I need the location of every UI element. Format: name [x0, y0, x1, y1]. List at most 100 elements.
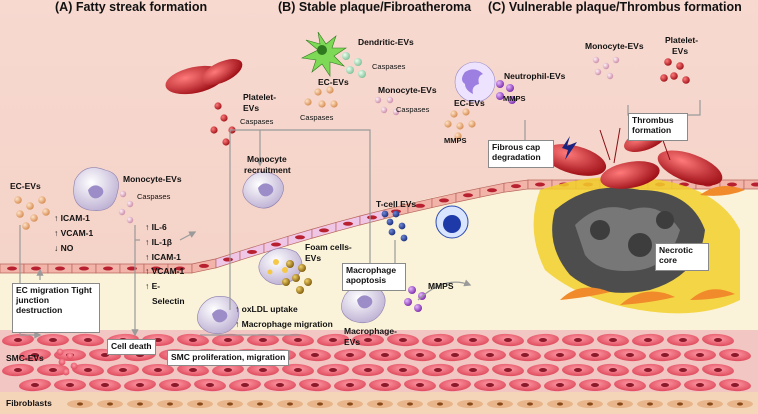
- mmps-b-cluster: [404, 286, 426, 312]
- smc-cell: [649, 348, 681, 362]
- monocyte-cell-a: [73, 167, 119, 211]
- label-ec-evs-c: EC-EVs: [454, 98, 485, 108]
- label-no-down: ↓ NO: [54, 243, 74, 253]
- fibroblast-cell: [547, 400, 573, 408]
- label-mmps-c2: MMPS: [444, 136, 467, 145]
- smc-cell: [177, 333, 209, 347]
- endothelial-cell: [743, 179, 758, 190]
- fibroblast-cell: [577, 400, 603, 408]
- label-mmps-c1: MMPS: [503, 94, 526, 103]
- smc-cell: [702, 363, 734, 377]
- box-smc-proliferation: SMC proliferation, migration: [167, 350, 290, 366]
- label-vcam1-down: ↑ VCAM-1: [145, 266, 185, 276]
- smc-cell: [387, 333, 419, 347]
- macrophages-c: [560, 186, 745, 305]
- fibroblast-cell: [697, 400, 723, 408]
- platelet-ev-dot: [222, 138, 230, 146]
- label-ec-evs-b: EC-EVs: [318, 77, 349, 87]
- endothelial-cell: [287, 228, 313, 246]
- smc-cell: [632, 333, 664, 347]
- smc-cell: [649, 378, 681, 392]
- macrophage-cell-a: [197, 296, 240, 335]
- t-cell: [435, 205, 469, 239]
- smc-cell: [54, 379, 86, 391]
- dendritic-cell: [301, 31, 347, 77]
- fibroblast-cell: [97, 400, 123, 408]
- smc-cell: [439, 348, 471, 362]
- smc-cell: [37, 364, 69, 376]
- smc-cell: [579, 379, 611, 391]
- ec-evs-c-cluster: [444, 108, 476, 140]
- smc-cell: [597, 363, 629, 377]
- fibroblast-cell: [457, 400, 483, 408]
- smc-cell: [299, 348, 331, 362]
- smc-cell: [264, 379, 296, 391]
- smc-cell: [544, 378, 576, 392]
- label-neutrophil-evs: Neutrophil-EVs: [504, 71, 566, 81]
- smc-cell: [422, 333, 454, 347]
- label-fibroblasts: Fibroblasts: [6, 398, 52, 408]
- label-monocyte-evs-a: Monocyte-EVs: [123, 174, 182, 184]
- dendritic-evs-cluster: [342, 52, 366, 78]
- box-macrophage-apoptosis: Macrophage apoptosis: [342, 263, 406, 291]
- smc-cell: [89, 378, 121, 392]
- label-ec-evs-a: EC-EVs: [10, 181, 41, 191]
- smc-cell: [527, 363, 559, 377]
- label-foam-cells-2: EVs: [305, 253, 322, 263]
- fibroblast-cell: [487, 400, 513, 408]
- smc-cell: [229, 378, 261, 392]
- smc-cell: [317, 333, 349, 347]
- smc-evs-cluster: [56, 348, 78, 376]
- smc-cell: [614, 378, 646, 392]
- neutrophil-evs-cluster: [496, 80, 516, 104]
- fibroblast-cell: [517, 400, 543, 408]
- smc-cell: [404, 378, 436, 392]
- label-caspases-platelet: Caspases: [240, 117, 274, 126]
- label-il6: ↑ IL-6: [145, 222, 167, 232]
- smc-cell: [159, 379, 191, 391]
- label-platelet-evs-c1: Platelet-: [665, 35, 699, 45]
- platelet-evs-c-cluster: [660, 58, 690, 84]
- label-dendritic-evs: Dendritic-EVs: [358, 37, 414, 47]
- fibroblast-cell: [637, 400, 663, 408]
- smc-cell: [719, 378, 751, 392]
- smc-cell: [404, 348, 436, 362]
- smc-cell: [19, 378, 51, 392]
- header-stable-plaque: (B) Stable plaque/Fibroatheroma: [278, 0, 472, 14]
- smc-cell: [247, 364, 279, 376]
- label-mmps-b: MMPS: [428, 281, 454, 291]
- smc-cell: [352, 334, 384, 346]
- platelet-evs-dots-b: [210, 102, 236, 146]
- endothelial-cell: [119, 263, 145, 274]
- smc-cell: [719, 348, 751, 362]
- platelet-ev-dot: [210, 126, 218, 134]
- smc-cell: [457, 334, 489, 346]
- smc-cell: [212, 333, 244, 347]
- smc-cell: [597, 333, 629, 347]
- label-caspases-a: Caspases: [137, 192, 171, 201]
- endothelial-cell: [263, 235, 289, 254]
- endothelial-cell: [23, 263, 49, 274]
- label-e-selectin: ↑ E-: [145, 281, 161, 291]
- monocyte-evs-b-cluster: [374, 96, 400, 116]
- label-icam1-down: ↑ ICAM-1: [145, 252, 181, 262]
- smc-cell: [509, 348, 541, 362]
- header-fatty-streak: (A) Fatty streak formation: [55, 0, 208, 14]
- monocyte-evs-a-cluster: [118, 190, 134, 224]
- fibroblast-cell: [427, 400, 453, 408]
- smc-cell: [72, 333, 104, 347]
- fibroblast-cell: [397, 400, 423, 408]
- endothelial-cell: [47, 263, 73, 274]
- smc-cell: [527, 333, 559, 347]
- fibroblast-cell: [727, 400, 753, 408]
- label-platelet-evs-1: Platelet-: [243, 92, 277, 102]
- label-platelet-evs-2: EVs: [243, 103, 260, 113]
- smc-cell: [124, 378, 156, 392]
- smc-cell: [492, 363, 524, 377]
- label-il1b: ↑ IL-1β: [145, 237, 172, 247]
- smc-cell: [387, 363, 419, 377]
- smc-cell: [667, 334, 699, 346]
- ec-evs-b-cluster: [304, 86, 338, 108]
- fibroblast-cell: [187, 400, 213, 408]
